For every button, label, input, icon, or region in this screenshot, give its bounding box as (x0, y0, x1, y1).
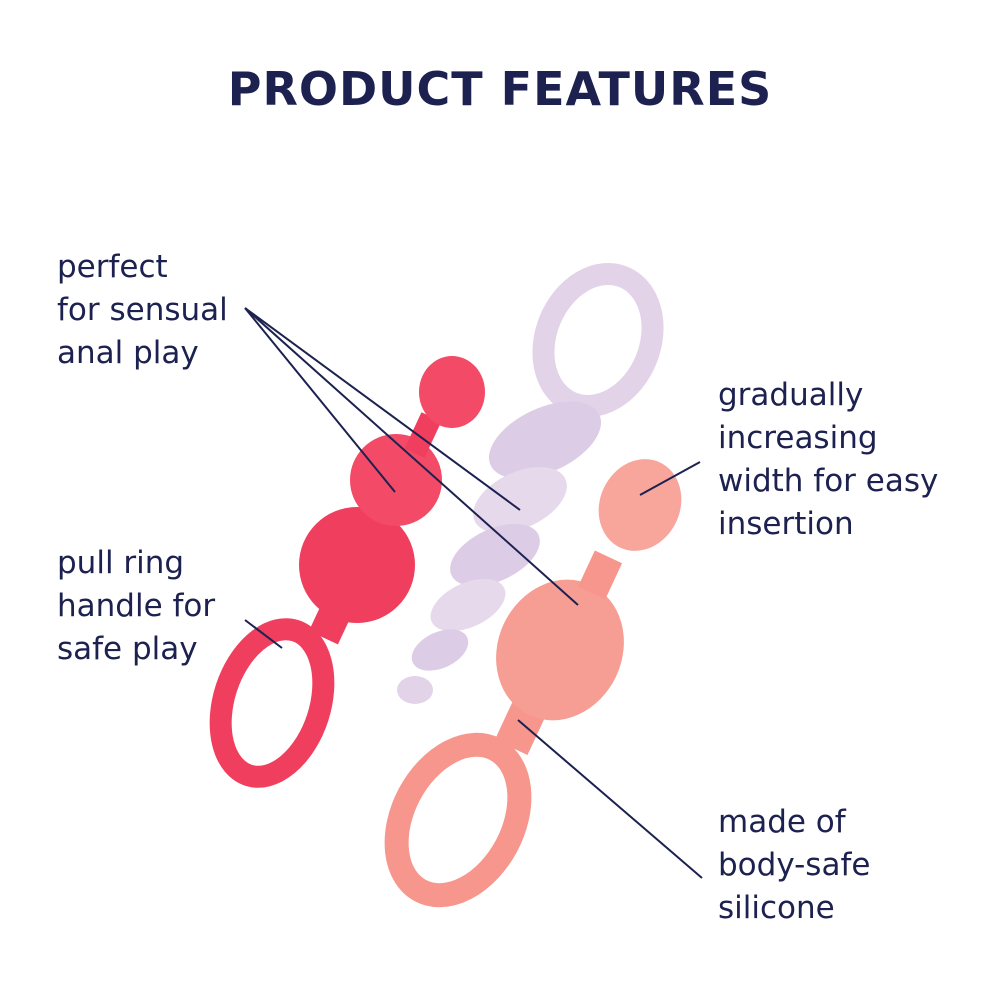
red-beads-plug (209, 356, 485, 788)
lavender-spiral-plug (397, 263, 664, 704)
callout-lines (244, 307, 703, 879)
page-title: PRODUCT FEATURES (227, 62, 773, 116)
feature-anal-play: perfect for sensual anal play (57, 249, 228, 371)
feature-gradual-width: gradually increasing width for easy inse… (718, 377, 939, 542)
feature-pull-ring: pull ring handle for safe play (57, 545, 216, 667)
peach-plug (384, 459, 682, 908)
feature-silicone: made of body-safe silicone (718, 804, 871, 926)
